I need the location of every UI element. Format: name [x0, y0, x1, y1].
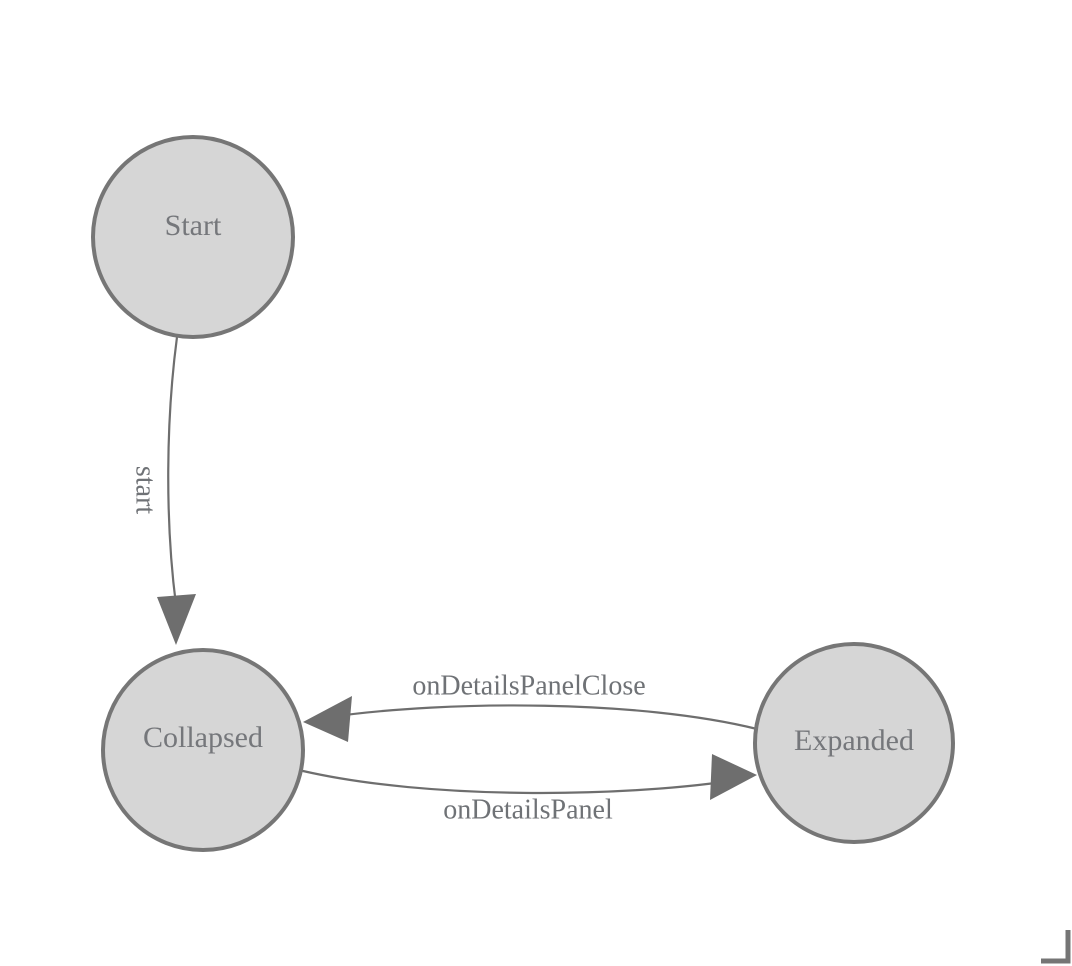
edge-path-start-to-collapsed: [167, 335, 179, 607]
state-node-collapsed-circle: [101, 648, 305, 852]
state-node-collapsed[interactable]: Collapsed: [101, 648, 305, 852]
edge-collapsed-to-expanded[interactable]: [301, 754, 757, 800]
state-node-expanded-label: Expanded: [794, 724, 914, 757]
arrow-head-into-collapsed-from-expanded: [303, 696, 352, 742]
state-node-start-label: Start: [165, 209, 222, 242]
state-node-start-circle: [91, 135, 295, 339]
arrow-head-into-collapsed: [157, 594, 196, 645]
frame-corner-bracket: [1041, 930, 1071, 964]
edge-start-to-collapsed[interactable]: [157, 335, 196, 645]
state-node-start[interactable]: Start: [91, 135, 295, 339]
edge-expanded-to-collapsed[interactable]: [303, 696, 759, 742]
state-node-expanded[interactable]: Expanded: [753, 642, 955, 844]
arrow-head-into-expanded: [710, 754, 757, 800]
state-node-collapsed-label: Collapsed: [143, 721, 263, 754]
edge-label-start: start: [130, 466, 161, 514]
edge-label-on-details-panel: onDetailsPanel: [443, 794, 613, 825]
edge-path-expanded-to-collapsed: [328, 704, 759, 731]
state-node-expanded-circle: [753, 642, 955, 844]
edge-path-collapsed-to-expanded: [301, 769, 732, 795]
edge-label-on-details-panel-close: onDetailsPanelClose: [412, 670, 645, 701]
